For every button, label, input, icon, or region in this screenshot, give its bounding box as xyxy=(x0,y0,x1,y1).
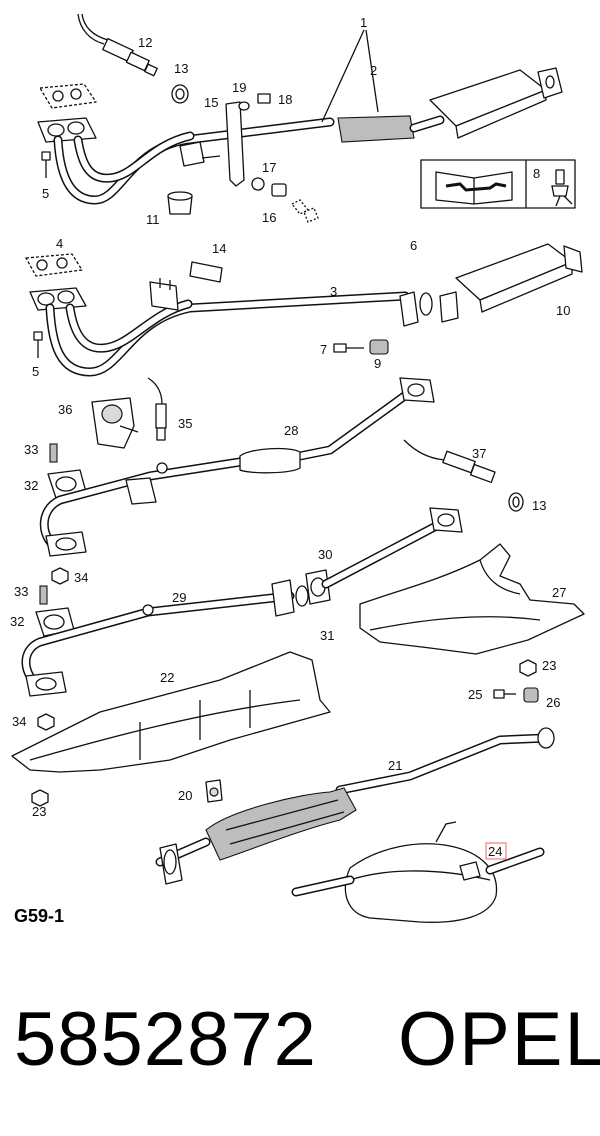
callout-22: 22 xyxy=(160,670,174,685)
nut-34a xyxy=(51,567,69,585)
section-front-exhaust-2 xyxy=(25,243,583,377)
callout-15: 15 xyxy=(204,95,218,110)
callout-23b: 23 xyxy=(32,804,46,819)
manifold-gasket xyxy=(39,83,97,109)
nut-23a xyxy=(519,659,537,677)
stud-33a xyxy=(49,443,58,463)
plate-14 xyxy=(189,261,223,283)
nut-17 xyxy=(251,177,265,191)
bolt-25 xyxy=(493,689,505,699)
callout-37: 37 xyxy=(472,446,486,461)
callout-26: 26 xyxy=(546,695,560,710)
callout-24: 24 xyxy=(488,844,502,859)
callout-3: 3 xyxy=(330,284,337,299)
oxygen-sensor-12 xyxy=(77,13,158,77)
callout-28: 28 xyxy=(284,423,298,438)
exhaust-system-diagram: 1 2 3 4 5 5 6 7 8 9 10 11 12 13 13 14 15… xyxy=(10,13,585,923)
section-front-exhaust-1 xyxy=(37,13,576,223)
callout-10: 10 xyxy=(556,303,570,318)
section-front-pipe-28 xyxy=(39,377,524,585)
callout-16: 16 xyxy=(262,210,276,225)
part-24-highlight xyxy=(485,842,507,860)
callout-1: 1 xyxy=(360,15,367,30)
seal-ring-31 xyxy=(295,585,309,607)
callout-29: 29 xyxy=(172,590,186,605)
manual-book-icon xyxy=(435,171,513,205)
nut-34b xyxy=(37,713,55,731)
callout-11: 11 xyxy=(146,212,160,227)
callout-34b: 34 xyxy=(12,714,26,729)
callout-33b: 33 xyxy=(14,584,28,599)
diagram-code: G59-1 xyxy=(14,906,65,926)
callout-33a: 33 xyxy=(24,442,38,457)
rear-silencer-24 xyxy=(344,843,498,923)
callout-19: 19 xyxy=(232,80,246,95)
callout-32a: 32 xyxy=(24,478,38,493)
callout-27: 27 xyxy=(552,585,566,600)
brand-name: OPEL xyxy=(398,997,600,1082)
callout-20: 20 xyxy=(178,788,192,803)
callout-23a: 23 xyxy=(542,658,556,673)
callout-34a: 34 xyxy=(74,570,88,585)
rubber-mount-16 xyxy=(271,183,287,197)
stud-33b xyxy=(39,585,48,605)
reference-info-box xyxy=(420,159,576,209)
callout-35: 35 xyxy=(178,416,192,431)
part-number: 5852872 xyxy=(14,997,317,1082)
front-pipe-1 xyxy=(37,67,563,205)
heat-shield-27 xyxy=(359,543,585,655)
seal-ring-6 xyxy=(419,292,433,316)
callout-14: 14 xyxy=(212,241,226,256)
bracket-15 xyxy=(225,101,245,187)
callout-30: 30 xyxy=(318,547,332,562)
manifold-gasket-4 xyxy=(25,253,83,277)
callout-4: 4 xyxy=(56,236,63,251)
flex-section-28 xyxy=(239,447,301,474)
callout-18: 18 xyxy=(278,92,292,107)
heat-shield-22 xyxy=(11,651,331,773)
callout-5a: 5 xyxy=(42,186,49,201)
callout-9: 9 xyxy=(374,356,381,371)
callout-7: 7 xyxy=(320,342,327,357)
callout-6: 6 xyxy=(410,238,417,253)
bolt-7 xyxy=(333,343,347,353)
callout-12: 12 xyxy=(138,35,152,50)
nut-23b xyxy=(31,789,49,807)
section-rear-exhaust xyxy=(11,651,555,923)
spring-9 xyxy=(369,339,389,355)
callout-25: 25 xyxy=(468,687,482,702)
callout-5b: 5 xyxy=(32,364,39,379)
callout-labels: 1 2 3 4 5 5 6 7 8 9 10 11 12 13 13 14 15… xyxy=(10,15,570,859)
spring-26 xyxy=(523,687,539,703)
callout-8: 8 xyxy=(533,166,540,181)
callout-32b: 32 xyxy=(10,614,24,629)
callout-13a: 13 xyxy=(174,61,188,76)
callout-17: 17 xyxy=(262,160,276,175)
sensor-tool-icon xyxy=(551,169,573,207)
callout-2: 2 xyxy=(370,63,377,78)
callout-21: 21 xyxy=(388,758,402,773)
callout-36: 36 xyxy=(58,402,72,417)
callout-31: 31 xyxy=(320,628,334,643)
section-front-pipe-29 xyxy=(21,507,585,731)
callout-13b: 13 xyxy=(532,498,546,513)
centre-silencer xyxy=(205,787,357,861)
